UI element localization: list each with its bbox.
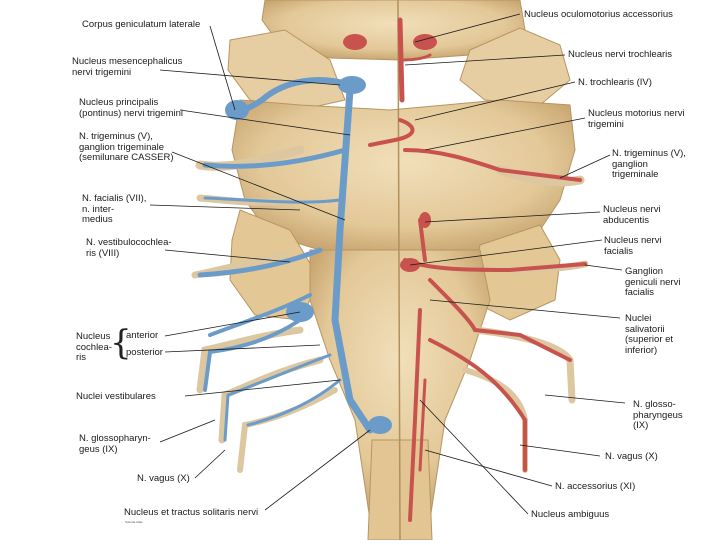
label-n-glossopharyngeus-right: N. glosso- pharyngeus (IX): [633, 399, 683, 431]
label-nuclei-salivatorii: Nuclei salivatorii (superior et inferior…: [625, 313, 674, 356]
label-nucleus-mesencephalicus: Nucleus mesencephalicus nervi trigemini: [72, 56, 183, 78]
label-n-vestibulocochlearis: N. vestibulocochlea- ris (VIII): [86, 237, 172, 259]
leader-lines: [149, 13, 626, 515]
right-thalamus-region: [459, 27, 571, 106]
label-nucleus-ambiguus: Nucleus ambiguus: [531, 509, 610, 520]
left-thalamus-region: [227, 29, 346, 111]
label-anterior: anterior: [126, 330, 159, 341]
brace-symbol: {: [110, 323, 132, 363]
label-credit: Sobotta Atlas: [125, 520, 143, 524]
label-nucleus-nervi-abducentis: Nucleus nervi abducentis: [603, 204, 661, 226]
label-nucleus-nervi-facialis: Nucleus nervi facialis: [604, 235, 662, 257]
label-n-accessorius: N. accessorius (XI): [555, 481, 636, 492]
label-n-trigeminus-right: N. trigeminus (V), ganglion trigeminale: [612, 148, 686, 180]
label-nucleus-tractus-solitarii: Nucleus et tractus solitaris nervi: [124, 507, 259, 518]
label-nucleus-nervi-trochlearis: Nucleus nervi trochlearis: [568, 49, 673, 60]
label-corpus-geniculatum-laterale: Corpus geniculatum laterale: [82, 19, 201, 30]
label-nucleus-cochlearis: Nucleus cochlea- ris: [76, 331, 112, 363]
label-ganglion-geniculi: Ganglion geniculi nervi facialis: [625, 266, 681, 298]
label-n-facialis-left: N. facialis (VII), n. inter- medius: [82, 193, 147, 225]
median-sulcus: [397, 0, 401, 541]
label-nucleus-oculomotorius-accessorius: Nucleus oculomotorius accessorius: [524, 9, 673, 20]
label-nucleus-principalis: Nucleus principalis (pontinus) nervi tri…: [79, 97, 184, 119]
label-nucleus-motorius-nervi-trigemini: Nucleus motorius nervi trigemini: [588, 108, 685, 130]
label-posterior: posterior: [126, 347, 163, 358]
label-n-trigeminus-left: N. trigeminus (V), ganglion trigeminale …: [79, 131, 174, 163]
label-n-trochlearis: N. trochlearis (IV): [578, 77, 652, 88]
label-n-vagus-right: N. vagus (X): [605, 451, 658, 462]
label-n-vagus-left: N. vagus (X): [137, 473, 190, 484]
sensory-nerve-pathways: [197, 76, 392, 442]
label-n-glossopharyngeus-left: N. glossopharyn- geus (IX): [79, 433, 151, 455]
label-nuclei-vestibulares: Nuclei vestibulares: [76, 391, 156, 402]
